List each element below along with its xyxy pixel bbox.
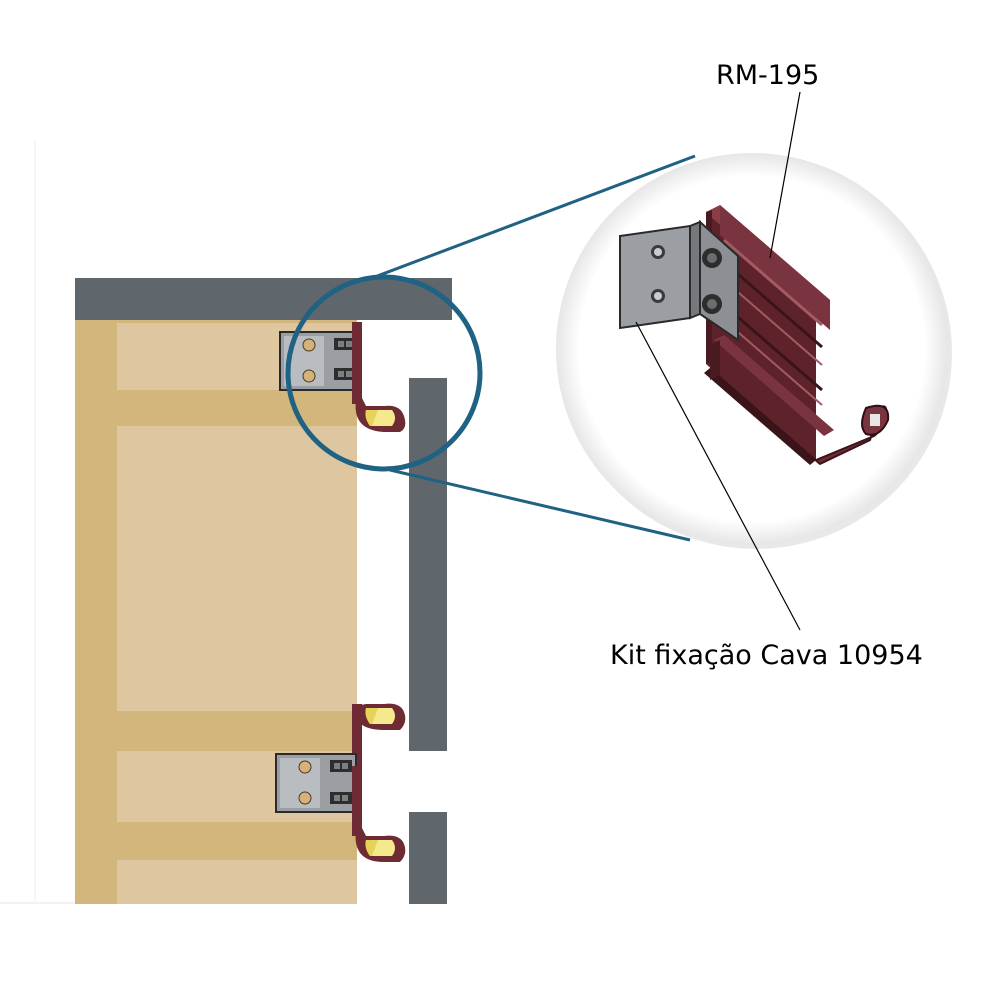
sliding-door-upper — [409, 378, 447, 751]
label-fixing-kit: Kit fixação Cava 10954 — [610, 640, 923, 671]
top-board — [75, 278, 452, 320]
detail-bubble — [556, 153, 952, 549]
leader-line-kit — [635, 321, 801, 631]
sliding-door-lower — [409, 812, 447, 904]
lower-bracket-assembly — [275, 753, 406, 862]
leader-line-rm195 — [769, 91, 801, 259]
label-rm-195: RM-195 — [716, 60, 820, 91]
callout-ring — [285, 274, 483, 472]
callout-line-lower — [389, 468, 691, 542]
callout-line-upper — [371, 154, 696, 280]
fixing-kit-bracket-3d — [619, 219, 739, 342]
middle-roller-profile — [352, 703, 406, 766]
wood-panel — [75, 320, 357, 904]
